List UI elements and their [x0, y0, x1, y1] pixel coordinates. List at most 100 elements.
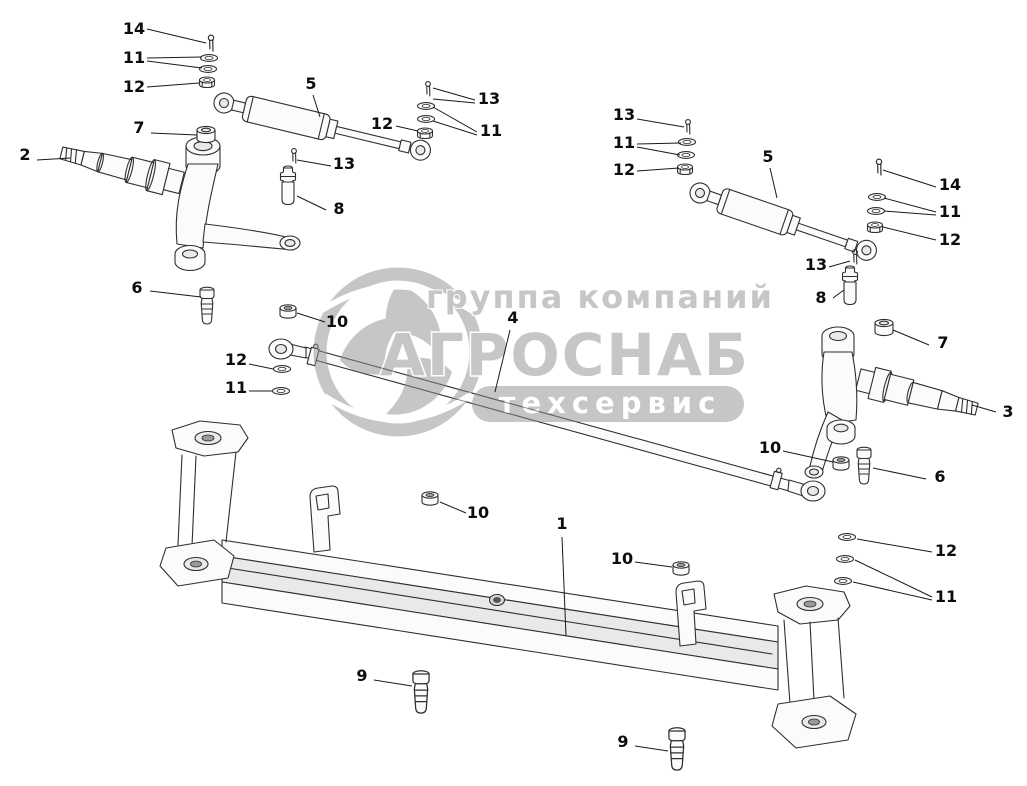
watermark-line3: техсервис — [499, 386, 722, 420]
leader-12-tierod-left — [248, 363, 274, 370]
leader-11-tierod-right — [854, 559, 933, 598]
washer-11-damper-right-a — [677, 138, 697, 146]
callout-11-damper-left: 11 — [480, 121, 502, 140]
bolt-6-left — [199, 286, 215, 325]
spindle-right — [855, 366, 979, 416]
knuckle-right-body — [821, 351, 858, 425]
bushing-10-beam-left — [421, 491, 439, 506]
leader-13-damper-left — [432, 98, 476, 104]
leader-12-right — [882, 226, 937, 241]
leader-1-axle-beam — [561, 536, 567, 637]
part-1-axle-beam — [159, 420, 857, 749]
callout-12-top-left: 12 — [123, 77, 145, 96]
washer-11-top-left-a — [199, 54, 219, 62]
part-2-steering-knuckle-left — [59, 136, 301, 272]
tie-rod-clamp-right — [769, 467, 783, 491]
cotter-pin-14-left — [207, 34, 215, 52]
washer-11-top-left-b — [198, 65, 218, 73]
part-5-damper-right — [689, 182, 877, 261]
callout-11-top-left: 11 — [123, 48, 145, 67]
leader-13-right — [828, 260, 851, 268]
callout-11-damper-right: 11 — [613, 133, 635, 152]
beam-bottom-flange — [221, 581, 779, 691]
callout-10-beam-left: 10 — [467, 503, 489, 522]
leader-13-left — [296, 159, 332, 167]
callout-11-right: 11 — [939, 202, 961, 221]
washer-11-right-b — [866, 207, 886, 215]
washer-12-tierod-right — [837, 533, 857, 541]
leader-7-right — [892, 329, 930, 346]
washer-11-right-a — [867, 193, 887, 201]
callout-14-right: 14 — [939, 175, 961, 194]
tie-rod-end-left — [268, 338, 294, 360]
leader-11-right — [883, 210, 937, 216]
leader-11-damper-left — [432, 106, 478, 133]
callout-13-left: 13 — [333, 154, 355, 173]
bolt-9-left — [412, 670, 430, 714]
bushing-7-left — [196, 125, 216, 144]
leader-11-top-left — [146, 56, 203, 59]
callout-10-right-upper: 10 — [759, 438, 781, 457]
bushing-7-right — [874, 318, 894, 337]
watermark-line2: АГРОСНАБ — [380, 321, 750, 389]
callout-5-damper-right: 5 — [762, 147, 773, 166]
callout-2-knuckle-left: 2 — [19, 145, 30, 164]
leader-8-right — [832, 289, 845, 299]
leader-5-damper-left — [312, 94, 321, 118]
leader-11-right — [883, 197, 937, 213]
nut-12-right — [866, 221, 884, 234]
leader-13-damper-right — [636, 118, 685, 128]
callout-11-tierod-right: 11 — [935, 587, 957, 606]
cotter-pin-13-damper-right — [685, 119, 691, 135]
beam-spring-bracket-left — [309, 485, 341, 553]
callout-8-right: 8 — [815, 288, 826, 307]
leader-6-right — [872, 467, 927, 480]
callout-12-damper-right: 12 — [613, 160, 635, 179]
kingpin-8-left — [279, 165, 297, 206]
bolt-9-right — [668, 727, 686, 771]
nut-12-damper-left — [416, 127, 434, 140]
bushing-10-tierod-left — [279, 304, 297, 319]
callout-12-damper-left: 12 — [371, 114, 393, 133]
washer-11-tierod-right-a — [835, 555, 855, 563]
leader-14-right — [882, 169, 937, 188]
leader-10-beam-right — [634, 561, 673, 568]
leader-2-knuckle-left — [36, 157, 71, 161]
leader-11-damper-right — [636, 146, 681, 156]
callout-9-right: 9 — [617, 732, 628, 751]
kingpin-8-right — [841, 265, 859, 306]
washer-11-tierod-left — [271, 387, 291, 395]
bolt-6-right — [856, 446, 872, 485]
callout-12-tierod-left: 12 — [225, 350, 247, 369]
spindle-left — [59, 146, 185, 196]
callout-6-right: 6 — [934, 467, 945, 486]
knuckle-left-body — [175, 163, 219, 249]
leader-10-right-upper — [782, 450, 834, 463]
cotter-pin-13-left — [291, 148, 297, 164]
nut-12-top-left — [198, 76, 216, 89]
part-3-steering-knuckle-right — [804, 326, 979, 479]
watermark-band — [472, 386, 744, 422]
watermark-logo-icon — [313, 267, 483, 437]
leader-10-tierod-left — [296, 312, 326, 323]
leader-8-left — [296, 195, 327, 211]
leader-9-left — [373, 679, 413, 687]
leader-9-right — [634, 745, 669, 752]
beam-spring-bracket-right — [675, 580, 707, 647]
callout-12-tierod-right: 12 — [935, 541, 957, 560]
part-5-damper-left — [213, 92, 431, 161]
beam-right-boss — [771, 585, 857, 749]
callout-7-left: 7 — [133, 118, 144, 137]
leader-11-top-left — [146, 60, 203, 69]
watermark: группа компаний АГРОСНАБ техсервис — [313, 267, 773, 437]
callout-9-left: 9 — [356, 666, 367, 685]
callout-13-damper-left: 13 — [478, 89, 500, 108]
callout-10-beam-right: 10 — [611, 549, 633, 568]
callout-7-right: 7 — [937, 333, 948, 352]
cotter-pin-13-damper-left — [425, 81, 431, 97]
leader-12-damper-right — [636, 167, 680, 172]
callout-3-knuckle-right: 3 — [1002, 402, 1013, 421]
leader-12-tierod-right — [856, 538, 933, 553]
